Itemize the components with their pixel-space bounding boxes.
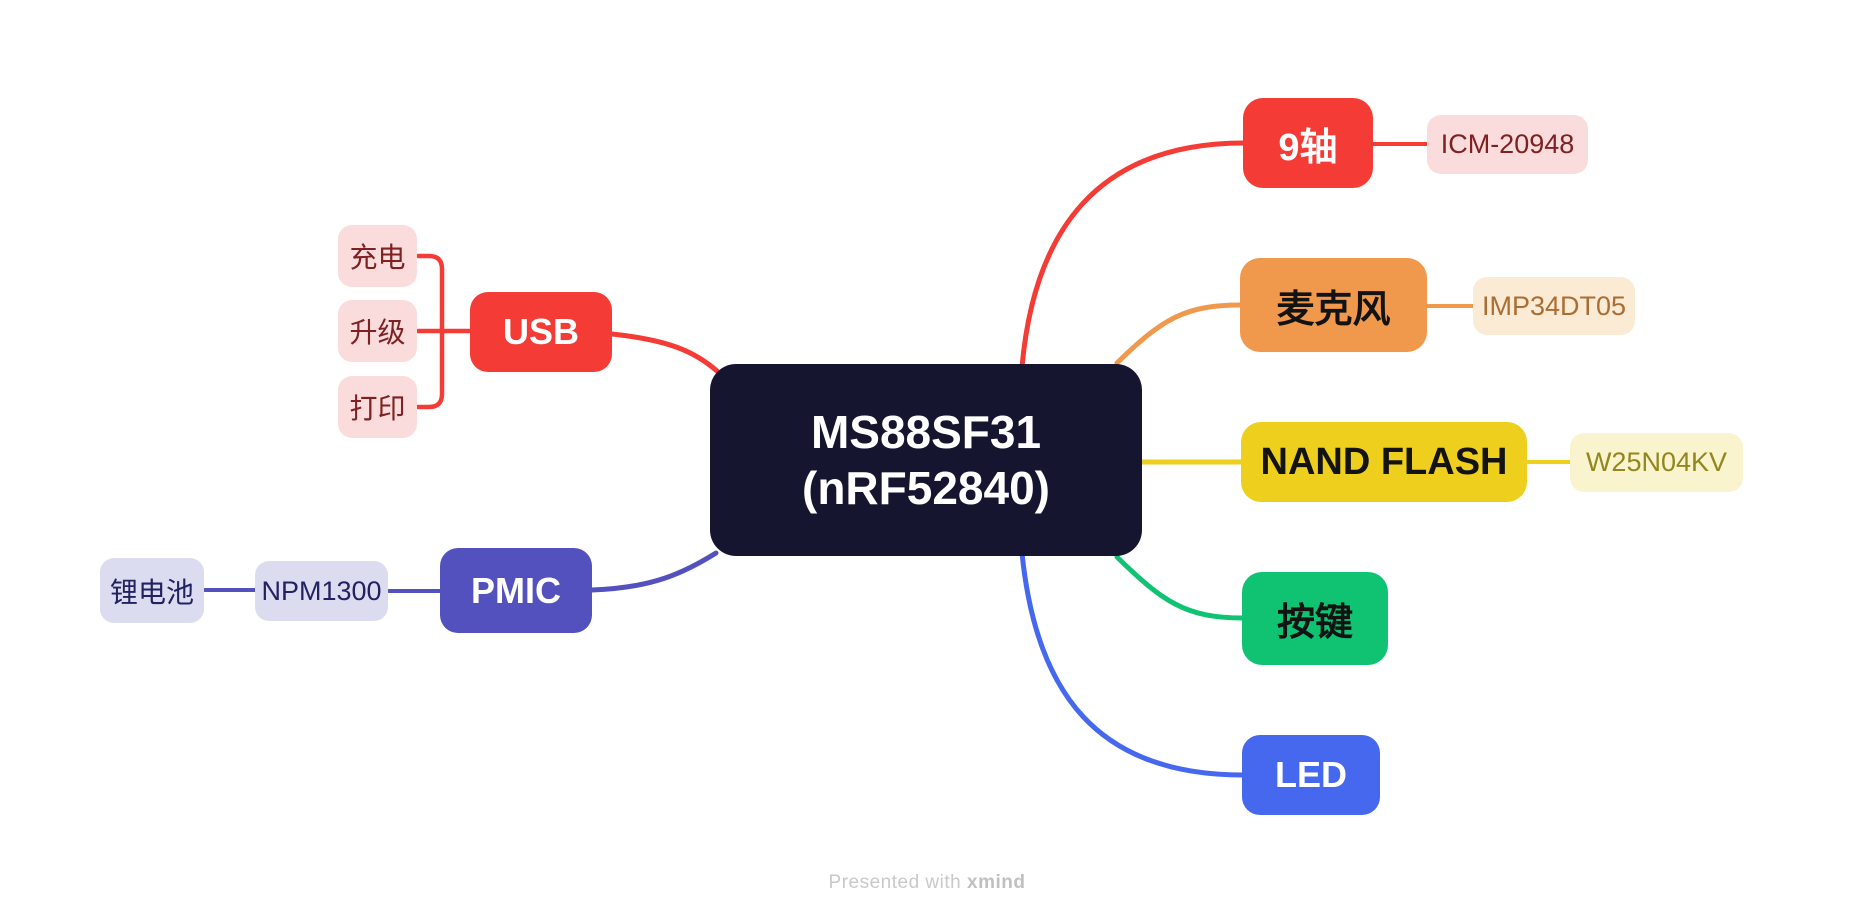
edge-root-led — [1019, 550, 1246, 778]
branch-pmic[interactable]: PMIC — [440, 548, 592, 633]
branch-usb[interactable]: USB — [470, 292, 612, 372]
edge-pmic-root — [589, 550, 719, 593]
branch-microphone[interactable]: 麦克风 — [1240, 258, 1427, 352]
subtopic-imp34dt05[interactable]: IMP34DT05 — [1473, 277, 1635, 335]
subtopic-charge[interactable]: 充电 — [338, 225, 417, 287]
central-topic-line1: MS88SF31 — [810, 405, 1042, 458]
subtopic-npm1300[interactable]: NPM1300 — [255, 561, 388, 621]
branch-nand-flash[interactable]: NAND FLASH — [1241, 422, 1527, 502]
subtopic-icm-20948[interactable]: ICM-20948 — [1427, 115, 1588, 174]
edge-root-9axis — [1019, 140, 1247, 370]
central-topic-ms88sf31[interactable]: MS88SF31 (nRF52840) — [710, 364, 1142, 556]
subtopic-w25n04kv[interactable]: W25N04KV — [1570, 433, 1743, 492]
edge-usb-charge — [415, 253, 445, 334]
edge-usb-print — [415, 328, 445, 410]
edge-usb-root — [609, 331, 720, 374]
edge-root-mic — [1114, 302, 1244, 366]
subtopic-li-battery[interactable]: 锂电池 — [100, 558, 204, 623]
edge-root-key — [1114, 554, 1246, 621]
subtopic-upgrade[interactable]: 升级 — [338, 300, 417, 362]
watermark-prefix: Presented with — [828, 872, 967, 893]
branch-button[interactable]: 按键 — [1242, 572, 1388, 665]
branch-led[interactable]: LED — [1242, 735, 1380, 815]
subtopic-print[interactable]: 打印 — [338, 376, 417, 438]
watermark-brand: xmind — [967, 872, 1026, 893]
central-topic-line2: (nRF52840) — [802, 462, 1050, 514]
branch-9axis[interactable]: 9轴 — [1243, 98, 1373, 188]
watermark: Presented with xmind — [0, 872, 1854, 894]
